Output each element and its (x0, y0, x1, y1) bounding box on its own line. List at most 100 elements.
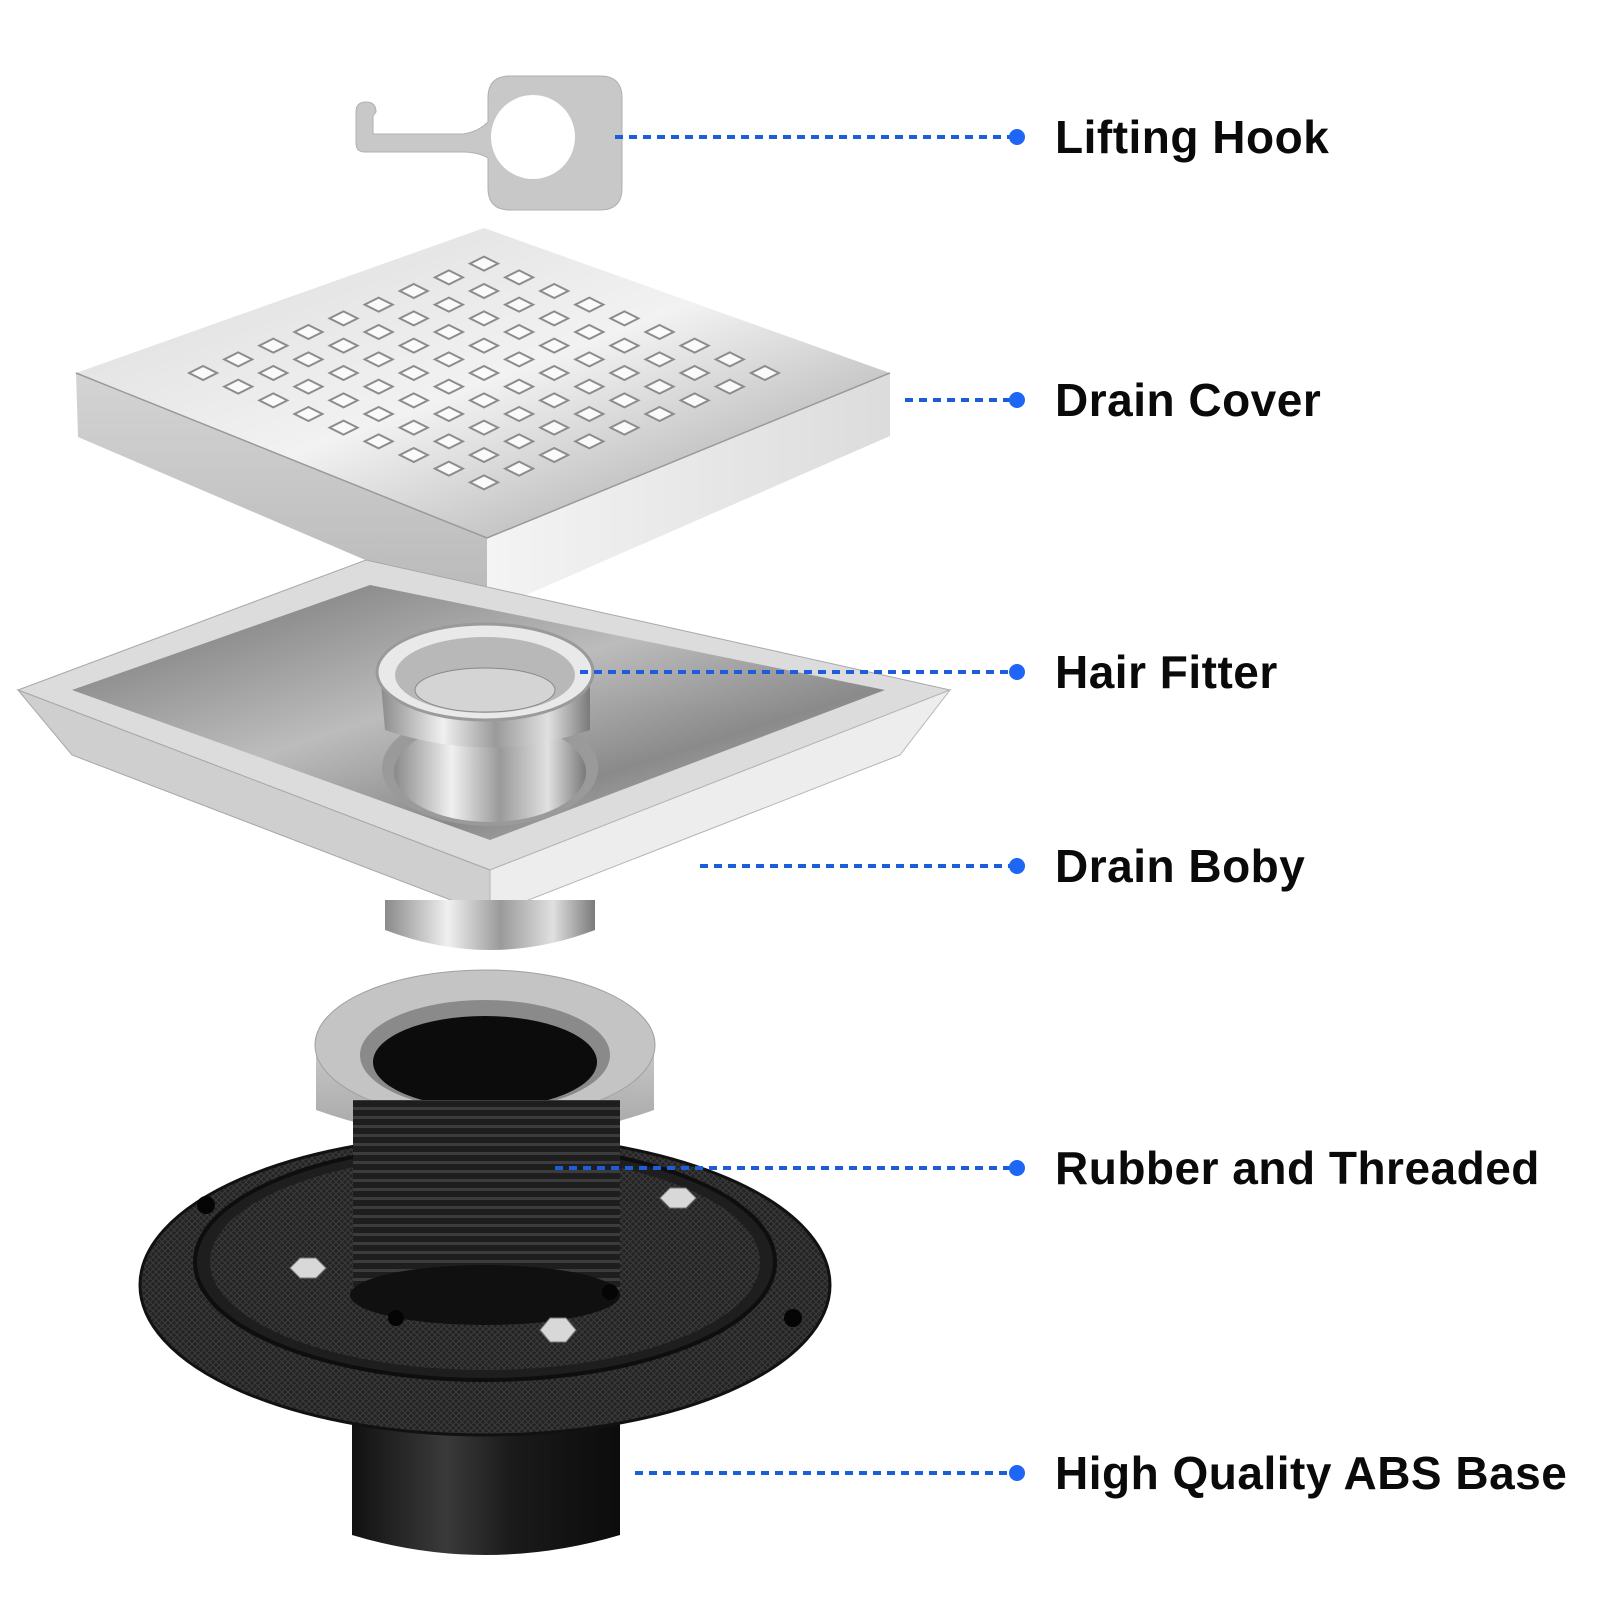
leader-line (555, 1166, 1013, 1170)
cover-slot (502, 296, 536, 313)
abs-base-part (138, 1100, 832, 1555)
cover-slot (432, 460, 466, 477)
callout-lifting-hook: Lifting Hook (0, 107, 1600, 167)
cover-slot (502, 378, 536, 395)
cover-slot (221, 378, 255, 395)
cover-slot (397, 392, 431, 409)
cover-slot (502, 433, 536, 450)
cover-slot (678, 392, 711, 409)
cover-slot (537, 364, 571, 382)
cover-slot (292, 351, 325, 368)
cover-slot (643, 405, 676, 423)
cover-slot (608, 419, 641, 436)
leader-line (700, 864, 1013, 868)
cover-slot (502, 269, 536, 286)
cover-slot (186, 364, 220, 382)
label-abs-base: High Quality ABS Base (1055, 1447, 1568, 1499)
cover-slot (573, 433, 606, 450)
cover-slot (467, 364, 501, 382)
cover-slot (397, 310, 431, 327)
cover-slot (292, 405, 325, 423)
cover-slot (432, 323, 466, 341)
cover-slot (537, 282, 571, 300)
leader-dot-icon (1009, 1465, 1025, 1481)
cover-slot (257, 337, 290, 354)
cover-slot (432, 269, 466, 286)
cover-slot (362, 433, 395, 450)
leader-line (580, 670, 1013, 674)
cover-slot (467, 419, 501, 436)
cover-slot (327, 337, 360, 354)
cover-slot (608, 364, 641, 382)
cover-slot (362, 351, 395, 368)
cover-slot (643, 351, 676, 368)
cover-slot (748, 364, 782, 382)
label-drain-body: Drain Boby (1055, 840, 1306, 892)
leader-line (905, 398, 1013, 402)
cover-slot (432, 296, 466, 313)
label-rubber-threaded: Rubber and Threaded (1055, 1142, 1540, 1194)
cover-slot (467, 337, 501, 354)
callout-abs-base: High Quality ABS Base (0, 1443, 1600, 1503)
cover-slot (432, 433, 466, 450)
cover-slot (467, 255, 501, 272)
label-hair-filter: Hair Fitter (1055, 646, 1278, 698)
cover-slot (397, 337, 431, 354)
leader-dot-icon (1009, 392, 1025, 408)
leader-dot-icon (1009, 129, 1025, 145)
cover-slot (713, 378, 747, 395)
label-drain-cover: Drain Cover (1055, 374, 1322, 426)
cover-slot (467, 474, 501, 491)
hair-filter-part (375, 622, 595, 748)
lifting-hook-part (355, 75, 623, 211)
cover-slot (292, 323, 325, 341)
cover-slot (713, 351, 747, 368)
cover-slot (537, 310, 571, 327)
cover-slot (467, 446, 501, 464)
cover-slot (537, 337, 571, 354)
cover-slot (502, 323, 536, 341)
leader-dot-icon (1009, 1160, 1025, 1176)
cover-slot (292, 378, 325, 395)
cover-slot (537, 392, 571, 409)
cover-slot (502, 405, 536, 423)
cover-slot (573, 378, 606, 395)
cover-slot (397, 364, 431, 382)
label-lifting-hook: Lifting Hook (1055, 111, 1330, 163)
cover-slot (362, 323, 395, 341)
cover-slot (643, 323, 676, 341)
cover-slot (678, 364, 711, 382)
cover-slot (257, 364, 290, 382)
cover-slot (327, 419, 360, 436)
cover-slot (327, 310, 360, 327)
cover-slot (502, 460, 536, 477)
cover-slot (608, 392, 641, 409)
cover-slot (573, 296, 606, 313)
cover-slot (608, 337, 641, 354)
cover-slot (362, 296, 395, 313)
leader-dot-icon (1009, 664, 1025, 680)
cover-slot (467, 310, 501, 327)
cover-slot (573, 351, 606, 368)
leader-line (615, 135, 1013, 139)
cover-slot (327, 392, 360, 409)
cover-slot (467, 392, 501, 409)
cover-slot (467, 282, 501, 300)
cover-slot (362, 405, 395, 423)
cover-slot (397, 446, 431, 464)
drain-cover-part (75, 228, 891, 612)
callout-drain-cover: Drain Cover (0, 370, 1600, 430)
cover-slot (327, 364, 360, 382)
cover-slot (397, 282, 431, 300)
cover-slot (537, 419, 571, 436)
cover-slot (362, 378, 395, 395)
cover-slot (608, 310, 641, 327)
leader-dot-icon (1009, 858, 1025, 874)
cover-slot (432, 351, 466, 368)
cover-slot (432, 405, 466, 423)
callout-rubber-threaded: Rubber and Threaded (0, 1138, 1600, 1198)
callout-hair-filter: Hair Fitter (0, 642, 1600, 702)
cover-slot (573, 405, 606, 423)
cover-slot (573, 323, 606, 341)
